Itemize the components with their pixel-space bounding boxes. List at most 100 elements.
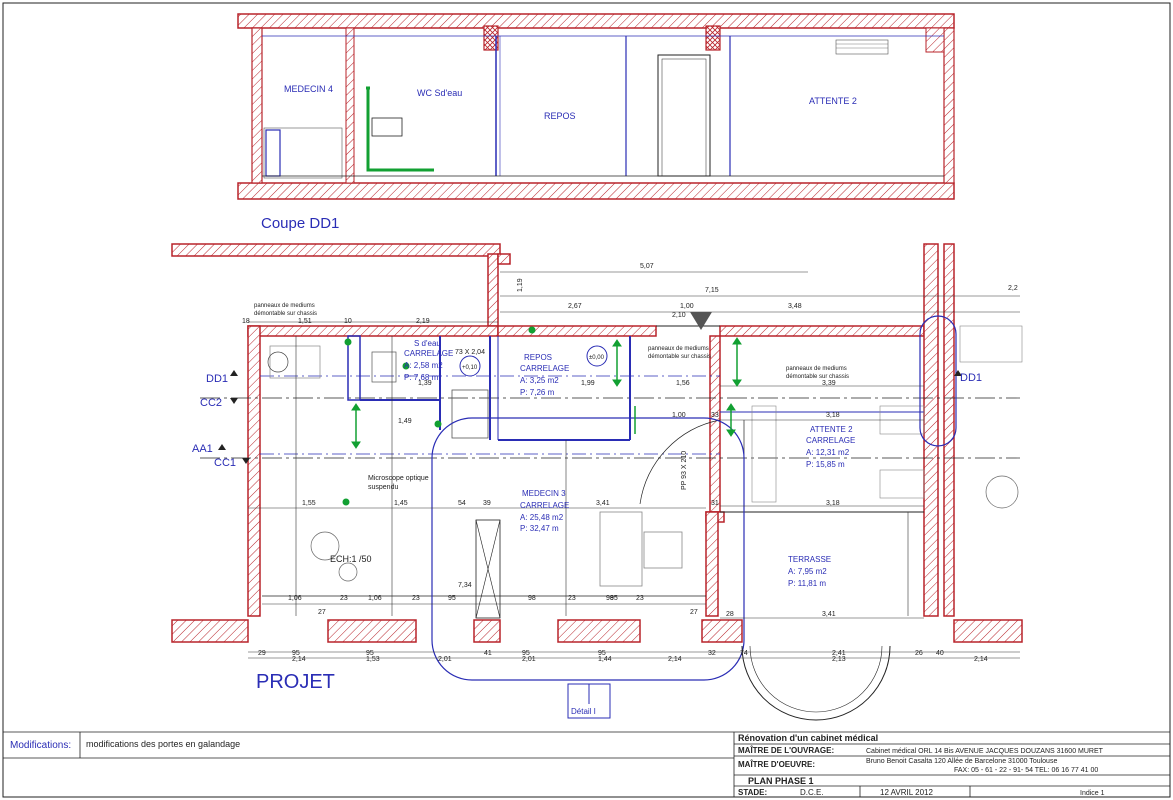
- dimension-label: 3,18: [826, 500, 840, 507]
- note-line: démontable sur chassis: [786, 374, 849, 380]
- dimension-label: 3,18: [826, 412, 840, 419]
- section-mark-label: DD1: [960, 372, 982, 384]
- plan-walls: [171, 243, 1023, 643]
- dimension-label: 2,19: [416, 318, 430, 325]
- dimension-label: 2,2: [1008, 285, 1018, 292]
- dimension-label: 2,14: [974, 656, 988, 663]
- note-line: panneaux de mediums: [786, 366, 847, 372]
- section-mark-icon: [230, 370, 238, 376]
- scale-label: ECH:1 /50: [330, 554, 372, 564]
- dimension-label: 1,99: [581, 380, 595, 387]
- dimension-label: 2,13: [832, 656, 846, 663]
- dimension-label: 5,07: [640, 263, 654, 270]
- section-title: Coupe DD1: [261, 215, 339, 232]
- dimension-label: 95: [598, 650, 606, 657]
- dimension-label: 2,67: [568, 303, 582, 310]
- note-line: démontable sur chassis: [254, 311, 317, 317]
- room-area: A: 25,48 m2: [520, 513, 564, 522]
- door-label: PP 93 X 210: [681, 451, 688, 490]
- dimension-label: 98: [528, 595, 536, 602]
- room-floor: CARRELAGE: [520, 501, 569, 510]
- dimension-label: 18: [242, 318, 250, 325]
- level-label: ±0,00: [589, 355, 605, 361]
- dimension-label: 33: [711, 412, 719, 419]
- room-area: A: 3,25 m2: [520, 376, 559, 385]
- dimension-label: 23: [340, 595, 348, 602]
- room-perimeter: P: 7,26 m: [520, 388, 555, 397]
- north-arrow-icon: [690, 312, 712, 330]
- dimension-lines: [248, 271, 1020, 659]
- dimension-label: 29: [258, 650, 266, 657]
- dimension-label: 10: [344, 318, 352, 325]
- room-name: S d'eau: [414, 339, 441, 348]
- dimension-label: 1,53: [366, 656, 380, 663]
- dimension-label: 1,56: [676, 380, 690, 387]
- section-mark-icon: [954, 370, 962, 376]
- contact-info: FAX: 05 - 61 - 22 - 91- 54 TEL: 06 16 77…: [954, 767, 1098, 774]
- project-title: Rénovation d'un cabinet médical: [738, 733, 878, 743]
- dimension-label: 98: [606, 595, 614, 602]
- room-floor: CARRELAGE: [404, 349, 453, 358]
- dimension-label: 2,41: [832, 650, 846, 657]
- dimension-label: 1,39: [418, 380, 432, 387]
- room-area: A: 2,58 m2: [404, 361, 443, 370]
- dimension-label: 2,10: [672, 312, 686, 319]
- plan-title: PROJET: [256, 671, 335, 693]
- dimension-label: 32: [708, 650, 716, 657]
- owner-value: Cabinet médical ORL 14 Bis AVENUE JACQUE…: [866, 748, 1104, 755]
- section-mark-icon: [218, 444, 226, 450]
- dimension-label: 7,34: [458, 582, 472, 589]
- dimension-label: 95: [522, 650, 530, 657]
- room-perimeter: P: 32,47 m: [520, 524, 559, 533]
- dimension-label: 1,51: [298, 318, 312, 325]
- level-marker: [459, 355, 481, 377]
- dimension-label: 40: [936, 650, 944, 657]
- dimension-label: 3,41: [822, 611, 836, 618]
- dimension-label: 2,14: [668, 656, 682, 663]
- dimension-label: 23: [636, 595, 644, 602]
- room-name: TERRASSE: [788, 555, 831, 564]
- green-markers: [342, 326, 742, 506]
- section-room-label: ATTENTE 2: [809, 96, 857, 106]
- phase-label: PLAN PHASE 1: [748, 776, 814, 786]
- modifications-text: modifications des portes en galandage: [86, 739, 240, 749]
- dimension-label: 2,01: [522, 656, 536, 663]
- dimension-label: 1,00: [672, 412, 686, 419]
- dimension-label: 28: [726, 611, 734, 618]
- dimension-label: 41: [484, 650, 492, 657]
- dimension-label: 27: [318, 609, 326, 616]
- dimension-label: 1,06: [288, 595, 302, 602]
- note-line: panneaux de mediums: [648, 346, 709, 352]
- dimension-label: 7,15: [705, 287, 719, 294]
- level-marker: [586, 345, 608, 367]
- architect-label: MAÎTRE D'OEUVRE:: [738, 760, 815, 769]
- dimension-label: 23: [568, 595, 576, 602]
- dimension-label: 1,06: [368, 595, 382, 602]
- section-room-label: MEDECIN 4: [284, 84, 333, 94]
- section-mark-label: AA1: [192, 443, 213, 455]
- dimension-label: 3,48: [788, 303, 802, 310]
- dimension-label: 95: [610, 595, 618, 602]
- room-area: A: 7,95 m2: [788, 567, 827, 576]
- section-mark-label: CC1: [214, 457, 236, 469]
- owner-label: MAÎTRE DE L'OUVRAGE:: [738, 746, 834, 755]
- dimension-label: 1,44: [598, 656, 612, 663]
- opening-label: 73 X 2,04: [455, 349, 485, 356]
- room-perimeter: P: 15,85 m: [806, 460, 845, 469]
- dimension-label: 3,39: [822, 380, 836, 387]
- room-name: REPOS: [524, 353, 552, 362]
- stage-label: STADE:: [738, 788, 767, 797]
- room-perimeter: P: 7,68 m: [404, 373, 439, 382]
- dimension-label: 39: [483, 500, 491, 507]
- section-room-label: REPOS: [544, 111, 576, 121]
- dimension-label: 31: [711, 500, 719, 507]
- room-floor: CARRELAGE: [806, 436, 855, 445]
- dimension-label: 23: [412, 595, 420, 602]
- date-label: 12 AVRIL 2012: [880, 788, 933, 797]
- dimension-label: 1,49: [398, 418, 412, 425]
- dimension-label: 95: [292, 650, 300, 657]
- section-room-label: WC Sd'eau: [417, 88, 462, 98]
- level-label: +0,10: [462, 365, 478, 371]
